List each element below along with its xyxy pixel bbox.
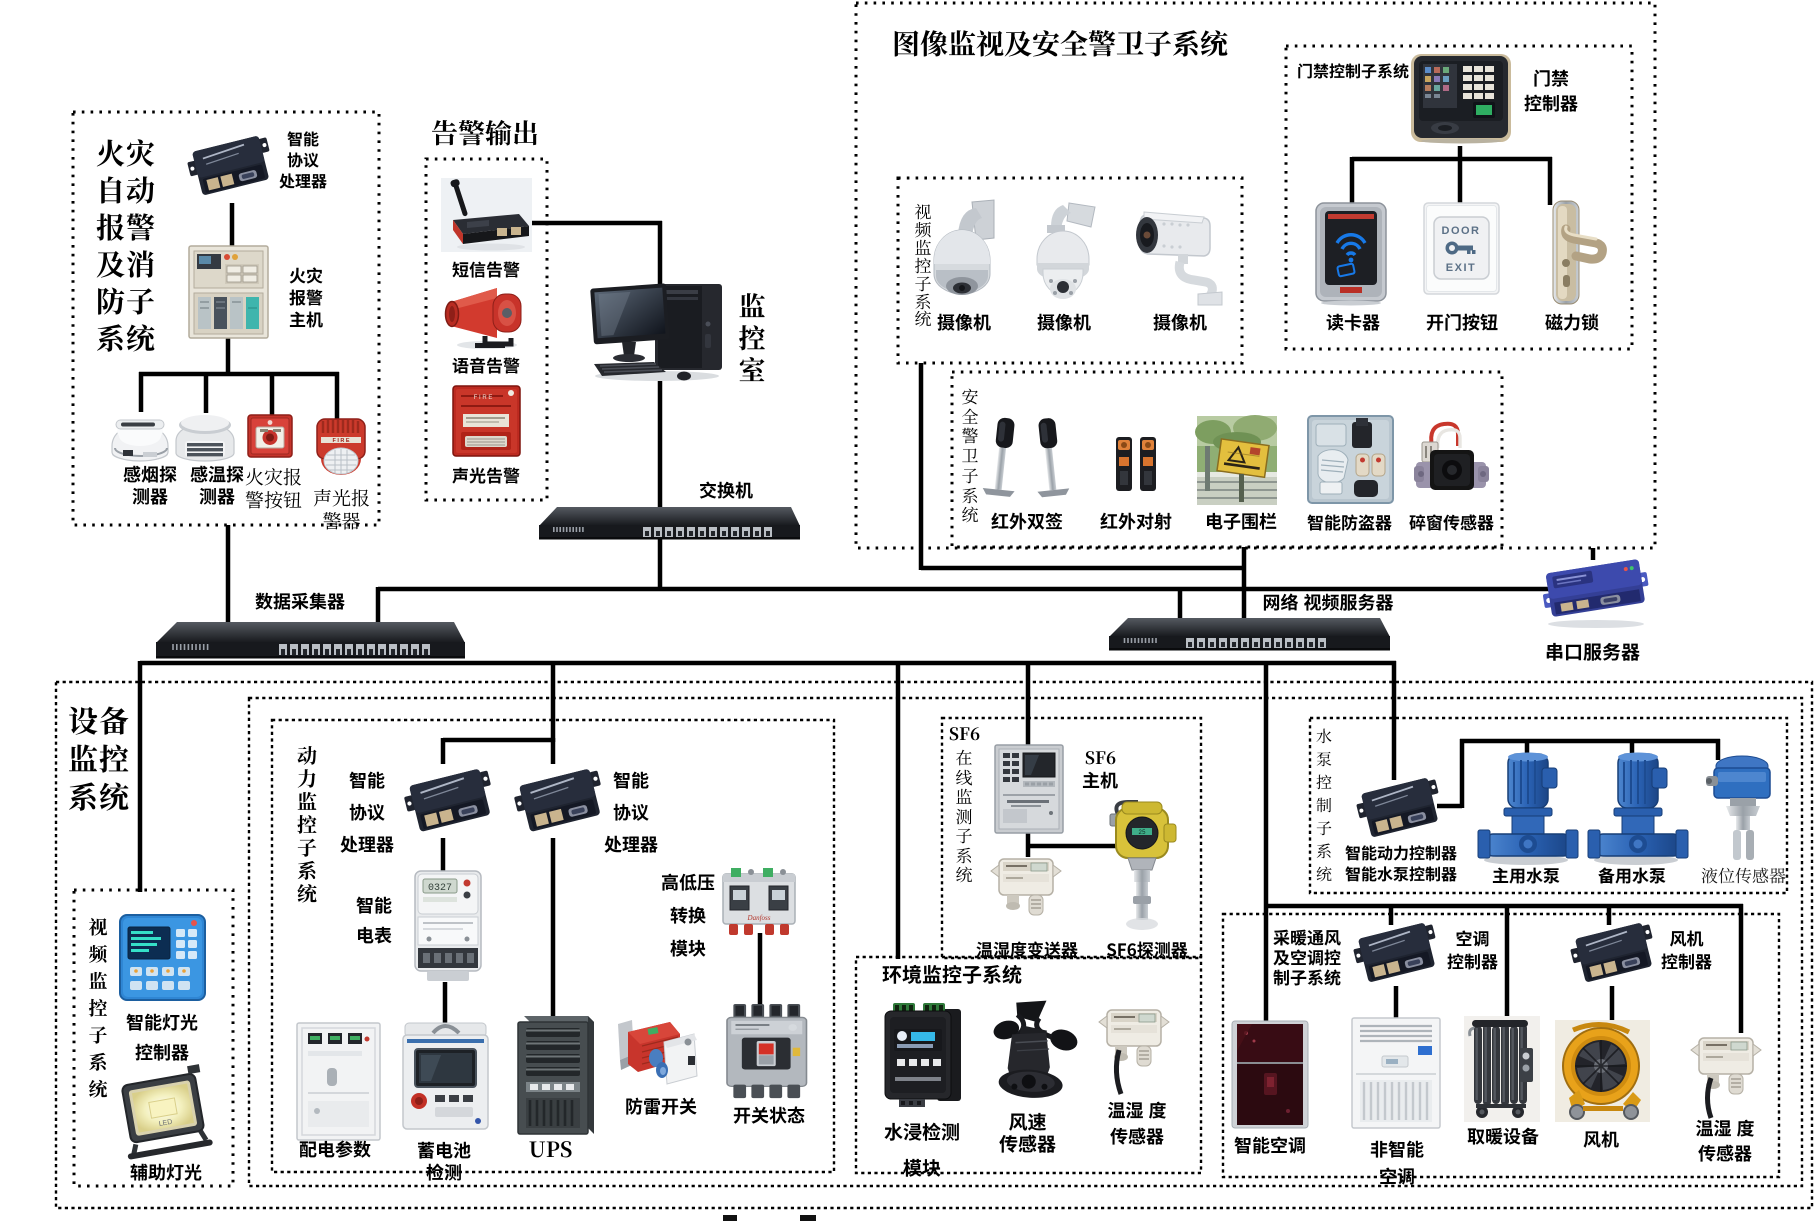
svg-text:LED: LED: [158, 1119, 173, 1128]
svg-text:Danfoss: Danfoss: [747, 914, 771, 922]
svg-text:F I R E: F I R E: [332, 438, 349, 444]
svg-text:0327: 0327: [428, 883, 452, 894]
svg-text:F I R E: F I R E: [474, 395, 493, 401]
svg-text:DOOR: DOOR: [1442, 225, 1481, 237]
svg-text:25: 25: [1138, 829, 1146, 836]
svg-text:EXIT: EXIT: [1446, 262, 1476, 274]
